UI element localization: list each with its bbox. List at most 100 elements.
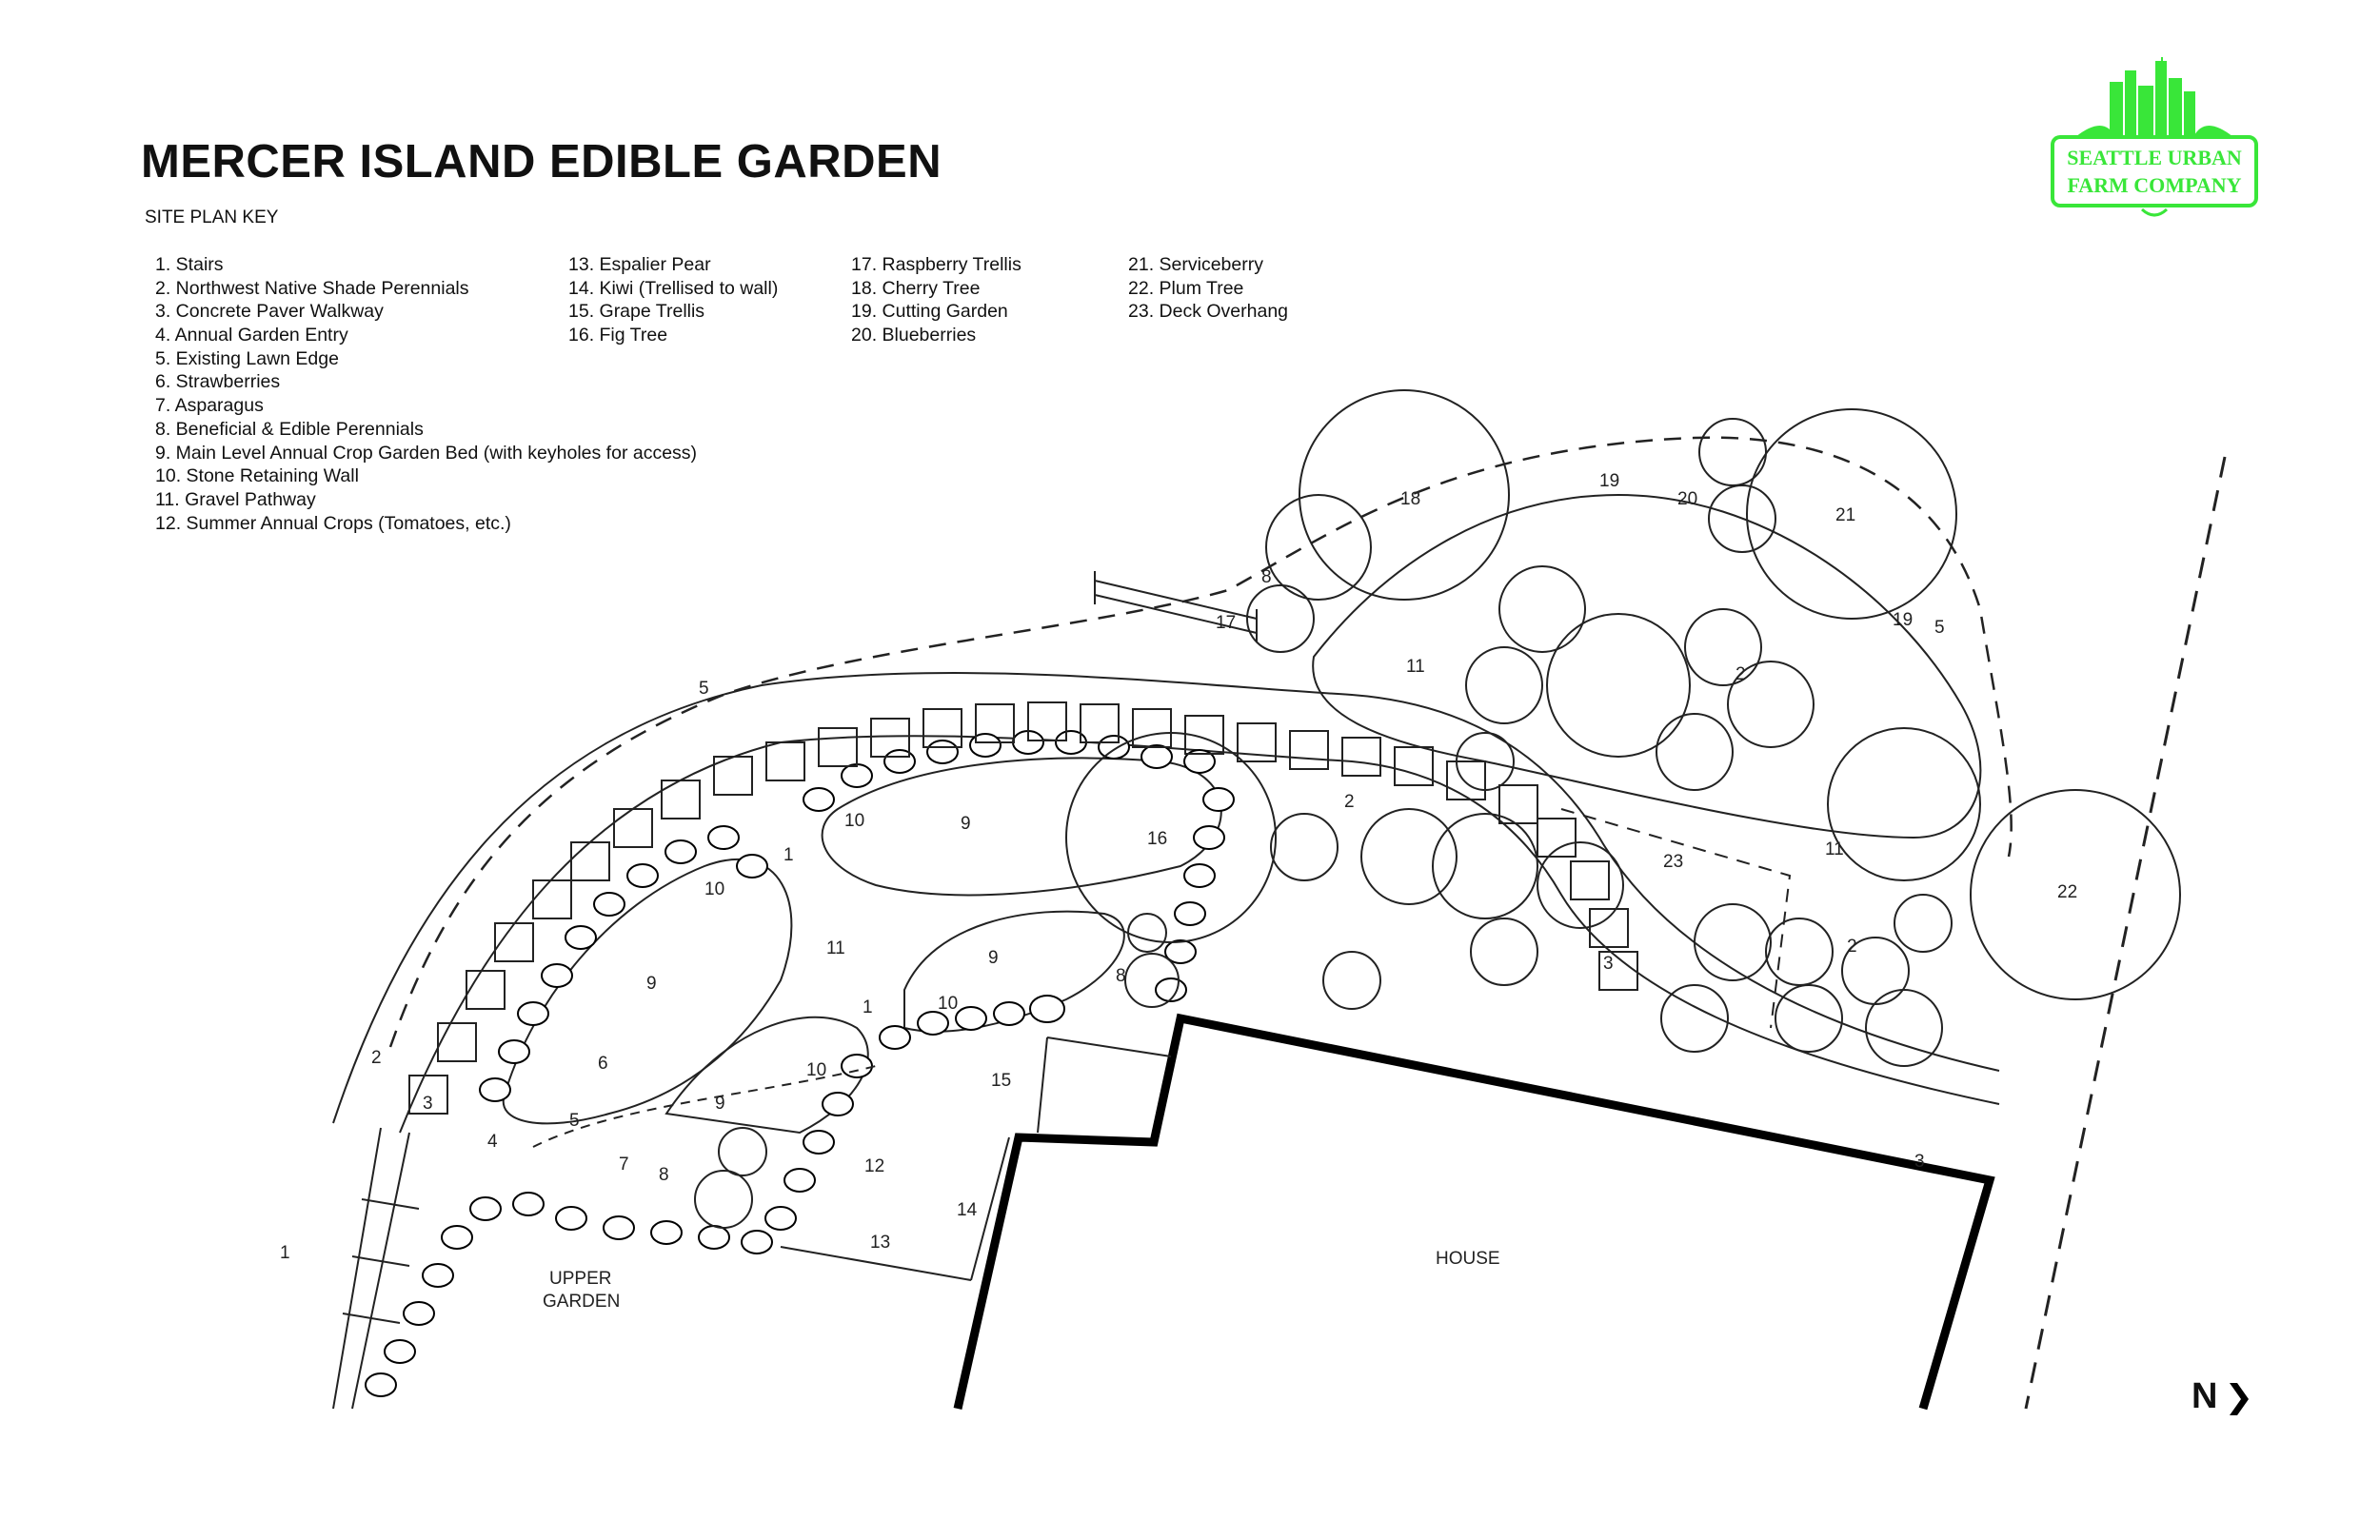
key-item: 5. Existing Lawn Edge <box>155 347 339 369</box>
upper-garden-label: UPPER <box>549 1269 611 1289</box>
key-item: 16. Fig Tree <box>568 325 668 346</box>
tree-canopies <box>1065 389 2181 1000</box>
plan-label: 8 <box>1261 567 1272 587</box>
plan-label: 10 <box>806 1060 826 1080</box>
key-item: 20. Blueberries <box>851 325 977 346</box>
plan-label: 3 <box>423 1094 433 1114</box>
house-wall <box>953 1013 1995 1411</box>
key-column-1: 1. Stairs 2. Northwest Native Shade Pere… <box>155 253 697 535</box>
seattle-urban-farm-logo: SEATTLE URBAN FARM COMPANY <box>2051 57 2258 217</box>
key-column-4: 21. Serviceberry 22. Plum Tree 23. Deck … <box>1128 253 1288 324</box>
plan-label: 8 <box>659 1165 669 1185</box>
logo-line-1: SEATTLE URBAN <box>2067 146 2242 169</box>
plan-label: 14 <box>957 1200 978 1220</box>
key-item: 10. Stone Retaining Wall <box>155 465 359 487</box>
plan-label: 20 <box>1677 489 1697 509</box>
north-arrow-icon <box>2230 1383 2249 1415</box>
key-item: 17. Raspberry Trellis <box>851 254 1021 275</box>
key-item: 4. Annual Garden Entry <box>155 325 348 346</box>
concrete-pavers <box>408 701 1638 1115</box>
perennial-plantings <box>694 565 1953 1229</box>
stairs <box>332 1127 420 1410</box>
plan-label: 9 <box>988 948 999 968</box>
plan-label: 22 <box>2057 882 2077 902</box>
walkway-outer-edge <box>332 672 2000 1124</box>
raspberry-trellis <box>1094 571 1258 642</box>
property-line <box>2024 456 2227 1410</box>
key-item: 3. Concrete Paver Walkway <box>155 301 384 323</box>
plan-label: 1 <box>863 997 873 1017</box>
site-plan-key-heading: SITE PLAN KEY <box>145 207 279 227</box>
plan-label: 3 <box>1914 1152 1925 1172</box>
key-item: 2. Northwest Native Shade Perennials <box>155 277 469 299</box>
key-item: 18. Cherry Tree <box>851 277 981 299</box>
kiwi-trellis <box>970 1136 1010 1281</box>
plan-label: 3 <box>1603 954 1614 974</box>
plan-label: 9 <box>961 814 971 834</box>
upper-garden-divider <box>532 1065 877 1148</box>
plan-label: 21 <box>1835 505 1855 525</box>
plan-label: 10 <box>704 879 724 899</box>
grape-trellis <box>1037 1037 1172 1134</box>
deck-overhang-line <box>1560 808 1792 1029</box>
plan-label: 23 <box>1663 852 1683 872</box>
plan-label: 19 <box>1599 471 1619 491</box>
plan-label: 19 <box>1893 610 1913 630</box>
plan-label: 10 <box>844 811 864 831</box>
plan-label: 2 <box>1344 792 1355 812</box>
key-item: 1. Stairs <box>155 254 224 275</box>
plan-label: 10 <box>938 994 958 1014</box>
key-item: 12. Summer Annual Crops (Tomatoes, etc.) <box>155 512 511 534</box>
plan-label: 5 <box>569 1111 580 1131</box>
plan-label: 8 <box>1116 966 1126 986</box>
key-item: 6. Strawberries <box>155 371 281 393</box>
plan-label: 11 <box>1406 657 1425 677</box>
crop-bed-upper <box>821 757 1222 897</box>
key-item: 14. Kiwi (Trellised to wall) <box>568 277 779 299</box>
plan-label: 4 <box>487 1132 498 1152</box>
plan-label: 1 <box>783 845 794 865</box>
key-item: 21. Serviceberry <box>1128 254 1263 275</box>
key-item: 7. Asparagus <box>155 395 264 417</box>
key-item: 15. Grape Trellis <box>568 301 705 323</box>
plan-label: 2 <box>371 1048 382 1068</box>
city-skyline-icon <box>2075 57 2233 137</box>
plan-label: 17 <box>1216 613 1236 633</box>
plan-label: 1 <box>280 1243 290 1263</box>
upper-garden-label: GARDEN <box>543 1292 620 1312</box>
plan-label: 11 <box>826 938 845 958</box>
house-label: HOUSE <box>1436 1249 1500 1269</box>
plan-label: 7 <box>619 1155 629 1175</box>
key-item: 22. Plum Tree <box>1128 277 1244 299</box>
plan-label: 13 <box>870 1233 890 1253</box>
plan-title: MERCER ISLAND EDIBLE GARDEN <box>141 136 942 188</box>
plan-label: 11 <box>1825 839 1844 859</box>
north-label: N <box>2192 1376 2218 1416</box>
plan-label: 16 <box>1147 829 1167 849</box>
key-column-2: 13. Espalier Pear 14. Kiwi (Trellised to… <box>568 253 778 347</box>
plan-label: 2 <box>1735 664 1746 684</box>
plan-number-labels: 1 1 1 2 2 2 2 3 3 3 4 5 5 5 6 7 8 8 8 9 … <box>280 471 2077 1312</box>
cutting-garden-bed <box>1312 493 1982 839</box>
plan-label: 6 <box>598 1054 608 1074</box>
plan-label: 18 <box>1400 489 1420 509</box>
key-item: 23. Deck Overhang <box>1128 301 1289 323</box>
key-column-3: 17. Raspberry Trellis 18. Cherry Tree 19… <box>851 253 1021 347</box>
logo-line-2: FARM COMPANY <box>2067 173 2241 197</box>
key-item: 8. Beneficial & Edible Perennials <box>155 418 424 440</box>
espalier-pear <box>780 1246 972 1281</box>
key-item: 13. Espalier Pear <box>568 254 711 275</box>
plan-label: 9 <box>715 1094 725 1114</box>
plan-label: 5 <box>1934 618 1945 638</box>
plan-label: 15 <box>991 1071 1011 1091</box>
plan-label: 12 <box>864 1156 884 1176</box>
key-item: 19. Cutting Garden <box>851 301 1008 323</box>
walkway-inner-edge <box>399 735 2000 1134</box>
plan-label: 5 <box>699 679 709 699</box>
plan-label: 9 <box>646 974 657 994</box>
plan-label: 2 <box>1847 937 1857 957</box>
key-item: 11. Gravel Pathway <box>155 488 316 510</box>
key-item: 9. Main Level Annual Crop Garden Bed (wi… <box>155 442 698 464</box>
lawn-edge <box>388 436 2013 1048</box>
